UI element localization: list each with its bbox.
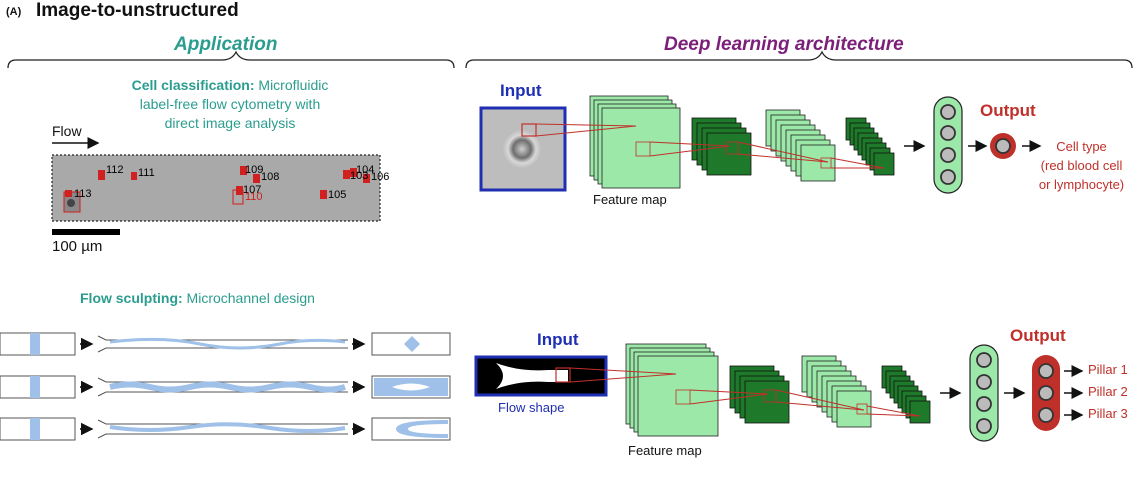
panel-title: Image-to-unstructured: [36, 0, 239, 21]
cell-id-label: 106: [371, 171, 390, 183]
flow-label: Flow: [52, 123, 82, 139]
cell-id-label: 108: [261, 171, 280, 183]
top-feature-map-layer-4: [845, 117, 895, 176]
flow-sculpting-desc: Microchannel design: [186, 290, 315, 306]
top-result-line-3: or lymphocyte): [1038, 177, 1125, 192]
cell-id-label: 110: [245, 191, 263, 203]
bottom-output-arrows: [1064, 365, 1084, 421]
flow-sculpting-caption: Flow sculpting: Microchannel design: [80, 290, 315, 306]
bottom-receptive-lines: [569, 367, 921, 417]
bottom-output-pillar-3: Pillar 3: [1088, 406, 1128, 421]
top-feature-map-label: Feature map: [593, 192, 667, 207]
bottom-output-pillar-1: Pillar 1: [1088, 362, 1128, 377]
top-output-node: [990, 133, 1016, 159]
cell-classification-title: Cell classification:: [131, 77, 255, 93]
bottom-output-pillar-2: Pillar 2: [1088, 384, 1128, 399]
top-result-line-1: Cell type: [1056, 139, 1107, 154]
top-feature-map-layer-2: [691, 117, 752, 176]
cell-id-label: 107: [243, 184, 262, 196]
bottom-feature-map-layer-4: [881, 365, 931, 424]
bottom-feature-map-layer-3: [801, 355, 872, 428]
application-heading: Application: [174, 34, 278, 55]
architecture-heading: Deep learning architecture: [664, 34, 904, 55]
bottom-input-image: [474, 355, 608, 397]
flow-sculpting-title: Flow sculpting:: [80, 290, 183, 306]
bottom-feature-map-layer-2: [729, 365, 790, 424]
top-input-image: [479, 106, 567, 192]
cell-id-label: 111: [138, 167, 155, 179]
cell-id-label: 104: [356, 164, 375, 176]
top-output-label: Output: [980, 101, 1036, 120]
application-brace: [7, 50, 455, 69]
cell-id-label: 113: [74, 188, 92, 200]
cell-id-label: 109: [245, 164, 264, 176]
top-result-text: Cell type (red blood cell or lymphocyte): [1024, 137, 1139, 194]
top-feature-map-layer-3: [765, 109, 836, 182]
cell-id-label: 112: [106, 164, 124, 176]
bottom-output-layer: [1032, 355, 1060, 431]
architecture-brace: [465, 50, 1133, 69]
cell-id-label: 103: [350, 170, 369, 182]
cell-id-label: 105: [328, 189, 347, 201]
cell-classification-caption: Cell classification: Microfluidic label-…: [60, 76, 400, 133]
panel-label: (A): [6, 6, 22, 18]
flow-sculpting-rows: [0, 332, 451, 441]
top-feature-map-layer-1: [589, 95, 681, 189]
bottom-input-label: Input: [537, 330, 579, 349]
top-input-label: Input: [500, 81, 542, 100]
microscopy-image: [51, 154, 381, 222]
scale-bar: [52, 229, 120, 235]
bottom-input-caption: Flow shape: [498, 400, 565, 415]
cell-classification-desc-3: direct image analysis: [164, 115, 296, 131]
cell-classification-desc-1: Microfluidic: [258, 77, 329, 93]
bottom-dense-layer: [969, 344, 999, 442]
top-result-line-2: (red blood cell: [1040, 158, 1123, 173]
top-dense-layer: [933, 96, 963, 194]
bottom-output-label: Output: [1010, 326, 1066, 345]
scale-bar-label: 100 µm: [52, 238, 103, 255]
top-receptive-lines: [535, 123, 885, 169]
cell-classification-desc-2: label-free flow cytometry with: [139, 96, 321, 112]
bottom-feature-map-layer-1: [625, 343, 719, 437]
bottom-feature-map-label: Feature map: [628, 443, 702, 458]
